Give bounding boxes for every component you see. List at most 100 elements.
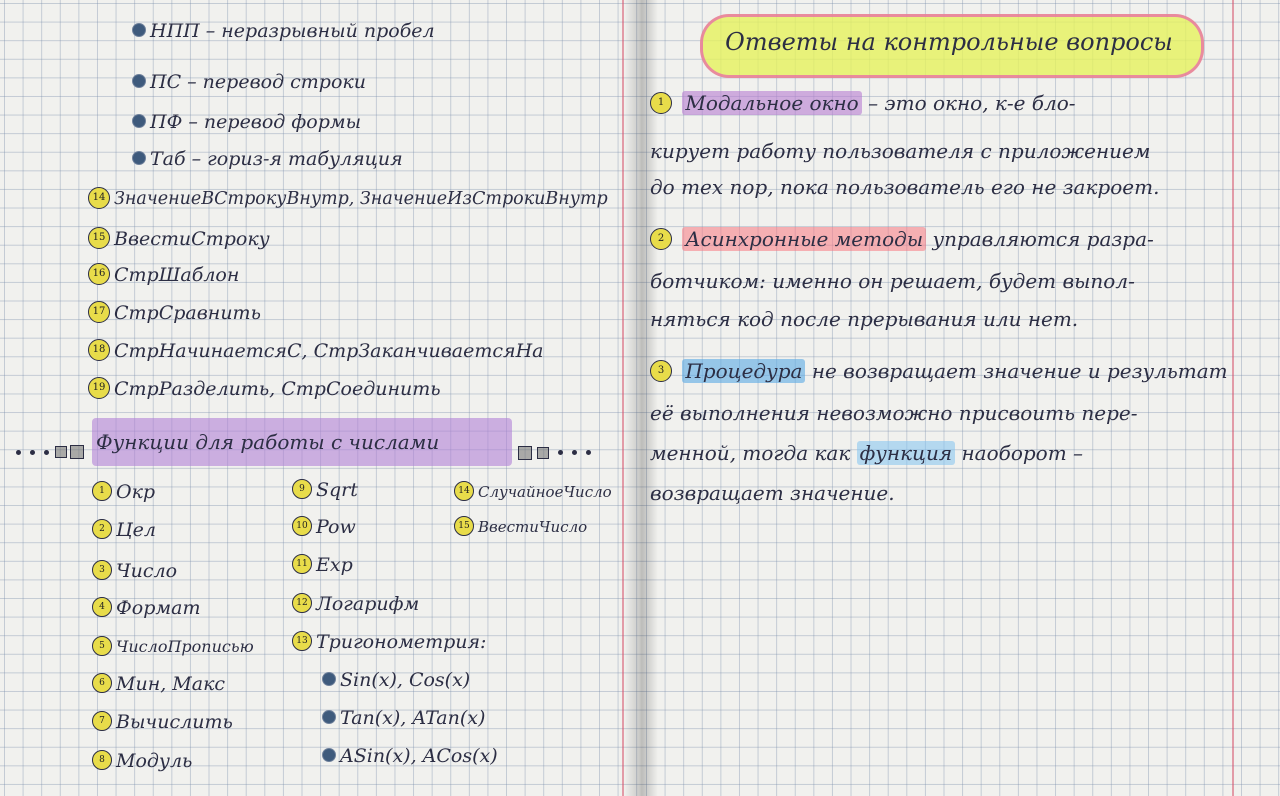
answer-text: управляются разра-	[932, 227, 1154, 251]
numbered-circle-icon: 10	[292, 516, 312, 536]
numbered-circle-icon: 2	[92, 519, 112, 539]
item-text: Тригонометрия:	[316, 631, 487, 653]
item-text: ЗначениеВСтрокуВнутр, ЗначениеИзСтрокиВн…	[114, 189, 608, 209]
trig-item: ASin(x), ACos(x)	[322, 745, 498, 767]
section-heading-highlight	[92, 418, 512, 466]
item-text: Sin(x), Cos(x)	[340, 669, 471, 691]
numbered-circle-icon: 13	[292, 631, 312, 651]
answer-line: 2 Асинхронные методы управляются разра-	[650, 227, 1154, 252]
item-text: Цел	[116, 519, 156, 541]
square-doodle-icon	[518, 446, 532, 460]
item-text: СлучайноеЧисло	[478, 483, 612, 501]
trig-item: Tan(x), ATan(x)	[322, 707, 485, 729]
bullet-dot-icon	[322, 710, 336, 724]
answer-line: её выполнения невозможно присвоить пере-	[650, 401, 1138, 425]
numbered-circle-icon: 19	[88, 377, 110, 399]
item-text: Логарифм	[316, 593, 420, 615]
item-text: Tan(x), ATan(x)	[340, 707, 486, 729]
answer-line: 1 Модальное окно – это окно, к-е бло-	[650, 91, 1076, 116]
numbered-circle-icon: 14	[88, 186, 110, 209]
dot-doodle-icon	[586, 450, 591, 455]
left-margin-line	[622, 0, 624, 796]
item-text: СтрРазделить, СтрСоединить	[114, 378, 441, 400]
bullet-text: НПП – неразрывный пробел	[150, 20, 435, 42]
bullet-item: ПС – перевод строки	[132, 71, 366, 93]
title-highlight	[700, 14, 1204, 78]
item-text: Модуль	[116, 750, 193, 772]
answer-line: 3 Процедура не возвращает значение и рез…	[650, 359, 1228, 384]
answer-term: функция	[856, 441, 956, 465]
dot-doodle-icon	[558, 450, 563, 455]
numbered-circle-icon: 15	[88, 227, 110, 249]
answer-text: – это окно, к-е бло-	[868, 91, 1076, 115]
numbered-circle-icon: 9	[292, 479, 312, 499]
bullet-dot-icon	[132, 114, 146, 128]
item-text: Pow	[316, 516, 356, 538]
item-text: Мин, Макс	[116, 673, 226, 695]
bullet-dot-icon	[322, 748, 336, 762]
item-text: СтрШаблон	[114, 264, 240, 286]
bullet-text: ПС – перевод строки	[150, 71, 366, 93]
item-text: Формат	[116, 597, 201, 619]
item-text: Exp	[316, 554, 353, 576]
bullet-dot-icon	[132, 23, 146, 37]
bullet-item: Таб – гориз-я табуляция	[132, 148, 403, 170]
dot-doodle-icon	[30, 450, 35, 455]
item-text: ASin(x), ACos(x)	[340, 745, 498, 767]
answer-term: Асинхронные методы	[682, 227, 927, 251]
answer-text: менной, тогда как	[650, 441, 851, 465]
right-margin-line	[1232, 0, 1234, 796]
item-text: ВвестиСтроку	[114, 228, 270, 250]
bullet-item: НПП – неразрывный пробел	[132, 20, 435, 42]
bullet-dot-icon	[132, 74, 146, 88]
numbered-circle-icon: 11	[292, 554, 312, 574]
answer-text: не возвращает значение и результат	[811, 359, 1228, 383]
numbered-circle-icon: 14	[454, 481, 474, 501]
numbered-circle-icon: 2	[650, 227, 672, 250]
numbered-circle-icon: 16	[88, 263, 110, 285]
bullet-dot-icon	[132, 151, 146, 165]
numbered-circle-icon: 1	[650, 91, 672, 114]
dot-doodle-icon	[44, 450, 49, 455]
right-page	[640, 0, 1280, 796]
numbered-circle-icon: 17	[88, 301, 110, 323]
item-text: СтрНачинаетсяС, СтрЗаканчиваетсяНа	[114, 340, 544, 362]
bullet-text: ПФ – перевод формы	[150, 111, 362, 133]
answer-line: няться код после прерывания или нет.	[650, 307, 1079, 331]
item-text: СтрСравнить	[114, 302, 261, 324]
item-text: Число	[116, 560, 178, 582]
numbered-circle-icon: 6	[92, 673, 112, 693]
answer-text: наоборот –	[961, 441, 1084, 465]
section-heading: Функции для работы с числами	[96, 430, 440, 454]
answer-line: кирует работу пользователя с приложением	[650, 139, 1151, 163]
numbered-circle-icon: 3	[92, 560, 112, 580]
page-title: Ответы на контрольные вопросы	[725, 28, 1173, 56]
item-text: ВвестиЧисло	[478, 518, 588, 536]
square-doodle-icon	[70, 445, 84, 459]
numbered-circle-icon: 1	[92, 481, 112, 501]
answer-line: менной, тогда как функция наоборот –	[650, 441, 1084, 465]
trig-item: Sin(x), Cos(x)	[322, 669, 470, 691]
bullet-text: Таб – гориз-я табуляция	[150, 148, 403, 170]
numbered-circle-icon: 3	[650, 359, 672, 382]
square-doodle-icon	[537, 447, 549, 459]
item-text: ЧислоПрописью	[116, 637, 254, 656]
item-text: Окр	[116, 481, 156, 503]
